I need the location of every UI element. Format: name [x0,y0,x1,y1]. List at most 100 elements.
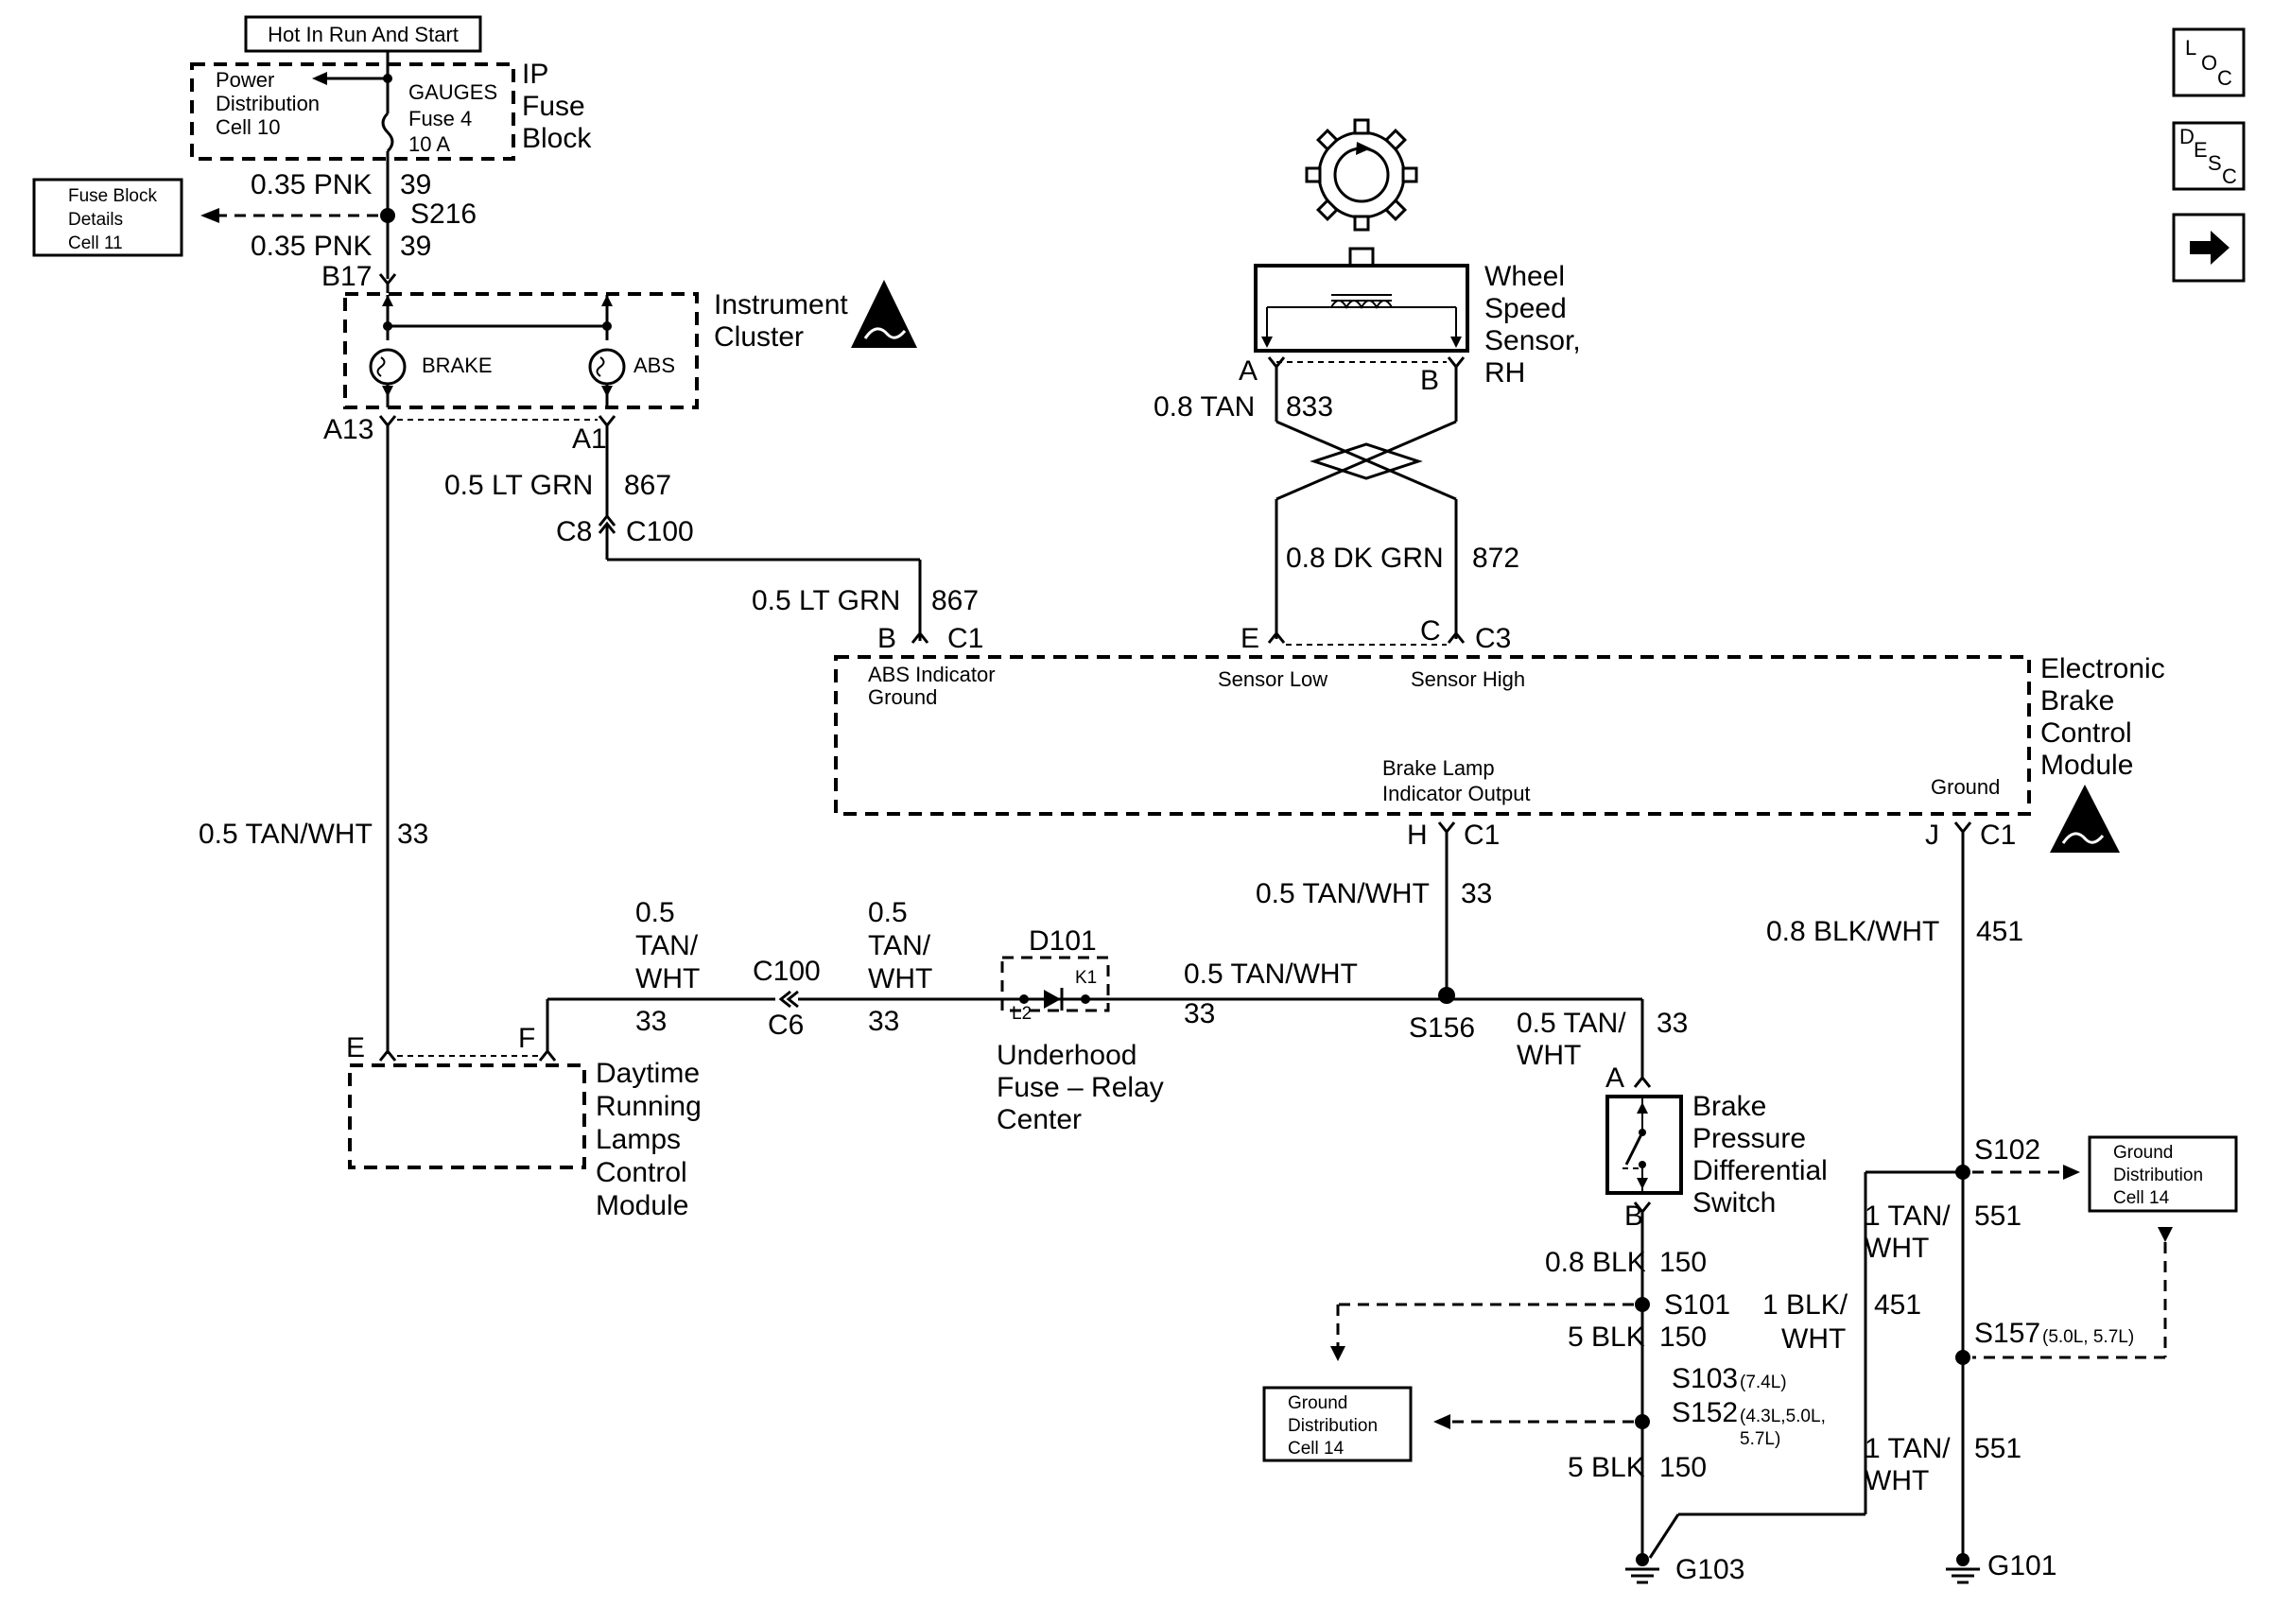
svg-text:Sensor High: Sensor High [1411,667,1525,691]
svg-text:G103: G103 [1675,1554,1744,1585]
svg-text:33: 33 [1657,1008,1688,1039]
desc-button[interactable]: D E S C [2172,121,2246,191]
svg-text:S: S [2208,151,2222,175]
svg-text:0.5: 0.5 [635,897,675,928]
svg-text:S216: S216 [410,199,477,230]
svg-text:0.5 TAN/: 0.5 TAN/ [1517,1008,1626,1039]
svg-text:0.5 TAN/WHT: 0.5 TAN/WHT [1256,878,1430,909]
svg-text:Fuse Block: Fuse Block [68,186,157,206]
svg-text:0.8 BLK/WHT: 0.8 BLK/WHT [1766,916,1939,947]
svg-text:5 BLK: 5 BLK [1568,1452,1645,1483]
connector-ebcm-j [1953,821,1972,835]
next-page-button[interactable] [2172,213,2246,283]
svg-text:551: 551 [1974,1433,2021,1464]
svg-text:Differential: Differential [1692,1155,1828,1186]
svg-text:0.8 TAN: 0.8 TAN [1154,391,1255,423]
svg-text:(5.0L, 5.7L): (5.0L, 5.7L) [2042,1327,2134,1347]
arrow-down-icon [2158,1227,2173,1242]
svg-text:0.5 TAN/WHT: 0.5 TAN/WHT [1184,959,1358,990]
svg-text:0.5 LT GRN: 0.5 LT GRN [752,585,900,616]
svg-text:Speed: Speed [1484,293,1567,324]
svg-text:Lamps: Lamps [596,1124,681,1155]
diode-icon [1044,988,1064,1011]
svg-text:Details: Details [68,210,123,230]
connector-ebcm-b [911,631,929,644]
splice-s216 [380,208,395,223]
svg-text:Brake Lamp: Brake Lamp [1382,756,1495,780]
svg-text:Control: Control [596,1157,687,1188]
coil-icon [1330,300,1393,310]
svg-text:Ground: Ground [1288,1393,1347,1413]
svg-text:B17: B17 [321,261,372,292]
svg-text:451: 451 [1874,1289,1921,1321]
svg-text:867: 867 [931,585,979,616]
svg-text:E: E [2194,138,2208,162]
connector-c100-mid [778,990,791,1009]
arrow-left-icon [1433,1414,1450,1429]
svg-text:S157: S157 [1974,1318,2040,1349]
svg-text:10 A: 10 A [408,132,450,156]
svg-text:C3: C3 [1475,623,1511,654]
svg-text:Cell 14: Cell 14 [2113,1188,2170,1208]
svg-text:451: 451 [1976,916,2023,947]
svg-text:S101: S101 [1664,1289,1730,1321]
svg-text:Ground: Ground [2113,1143,2173,1163]
svg-text:A1: A1 [572,423,607,455]
connector-drl-e [378,1048,397,1062]
svg-text:Sensor,: Sensor, [1484,325,1581,356]
svg-text:A13: A13 [323,414,373,445]
svg-text:A: A [1239,355,1258,387]
wheel-speed-sensor-rh: Wheel Speed Sensor, RH [1254,118,1581,389]
svg-text:Cluster: Cluster [714,321,804,353]
connector-ebcm-e [1267,631,1286,644]
ground-g101-icon [1946,1553,1980,1584]
svg-text:Fuse: Fuse [522,91,585,122]
svg-text:C100: C100 [753,956,821,987]
svg-text:E: E [346,1032,365,1063]
svg-text:Fuse – Relay: Fuse – Relay [997,1072,1164,1103]
svg-text:C: C [2222,164,2237,188]
power-arrow-icon [312,72,327,85]
svg-text:C8: C8 [556,516,592,547]
splice-s101 [1635,1297,1650,1312]
svg-text:Cell 14: Cell 14 [1288,1439,1345,1459]
loc-button[interactable]: L O C [2172,27,2246,97]
tone-wheel-icon [1305,118,1418,232]
svg-text:C1: C1 [1980,820,2016,851]
svg-text:150: 150 [1659,1452,1707,1483]
svg-text:C100: C100 [626,516,694,547]
svg-text:L: L [2185,36,2196,60]
svg-text:33: 33 [1184,998,1215,1029]
svg-text:H: H [1407,820,1428,851]
connector-ebcm-h [1437,821,1456,835]
svg-text:RH: RH [1484,357,1525,389]
svg-text:0.5 TAN/WHT: 0.5 TAN/WHT [199,819,373,850]
svg-text:(4.3L,5.0L,: (4.3L,5.0L, [1740,1407,1826,1426]
svg-text:B: B [1420,365,1439,396]
connector-bpds-a [1633,1075,1652,1088]
svg-text:0.35 PNK: 0.35 PNK [251,231,372,262]
instrument-cluster: Instrument Cluster BRAKE ABS [343,280,917,409]
ground-distribution-left-link[interactable]: Ground Distribution Cell 14 [1262,1386,1413,1462]
svg-text:Fuse 4: Fuse 4 [408,107,472,130]
abs-lamp-icon [588,348,626,386]
svg-text:39: 39 [400,231,431,262]
svg-text:WHT: WHT [635,963,700,994]
svg-text:WHT: WHT [1865,1465,1929,1496]
ground-distribution-right-link[interactable]: Ground Distribution Cell 14 [2088,1135,2238,1213]
fuse-block-details-link[interactable]: Fuse Block Details Cell 11 [32,178,183,257]
svg-text:C6: C6 [768,1010,804,1041]
svg-text:E: E [1241,623,1259,654]
svg-text:0.35 PNK: 0.35 PNK [251,169,372,200]
hot-label-text: Hot In Run And Start [268,23,459,46]
svg-text:Cell 11: Cell 11 [68,233,123,253]
svg-text:Sensor Low: Sensor Low [1218,667,1327,691]
connector-c100-top [598,513,616,527]
svg-text:Distribution: Distribution [1288,1416,1378,1436]
electronic-brake-control-module: ABS Indicator Ground Sensor Low Sensor H… [834,653,2165,853]
svg-text:ABS: ABS [633,354,675,377]
svg-text:0.5 LT GRN: 0.5 LT GRN [444,470,593,501]
svg-text:Module: Module [596,1190,688,1221]
svg-text:C1: C1 [947,623,983,654]
svg-text:33: 33 [868,1006,899,1037]
